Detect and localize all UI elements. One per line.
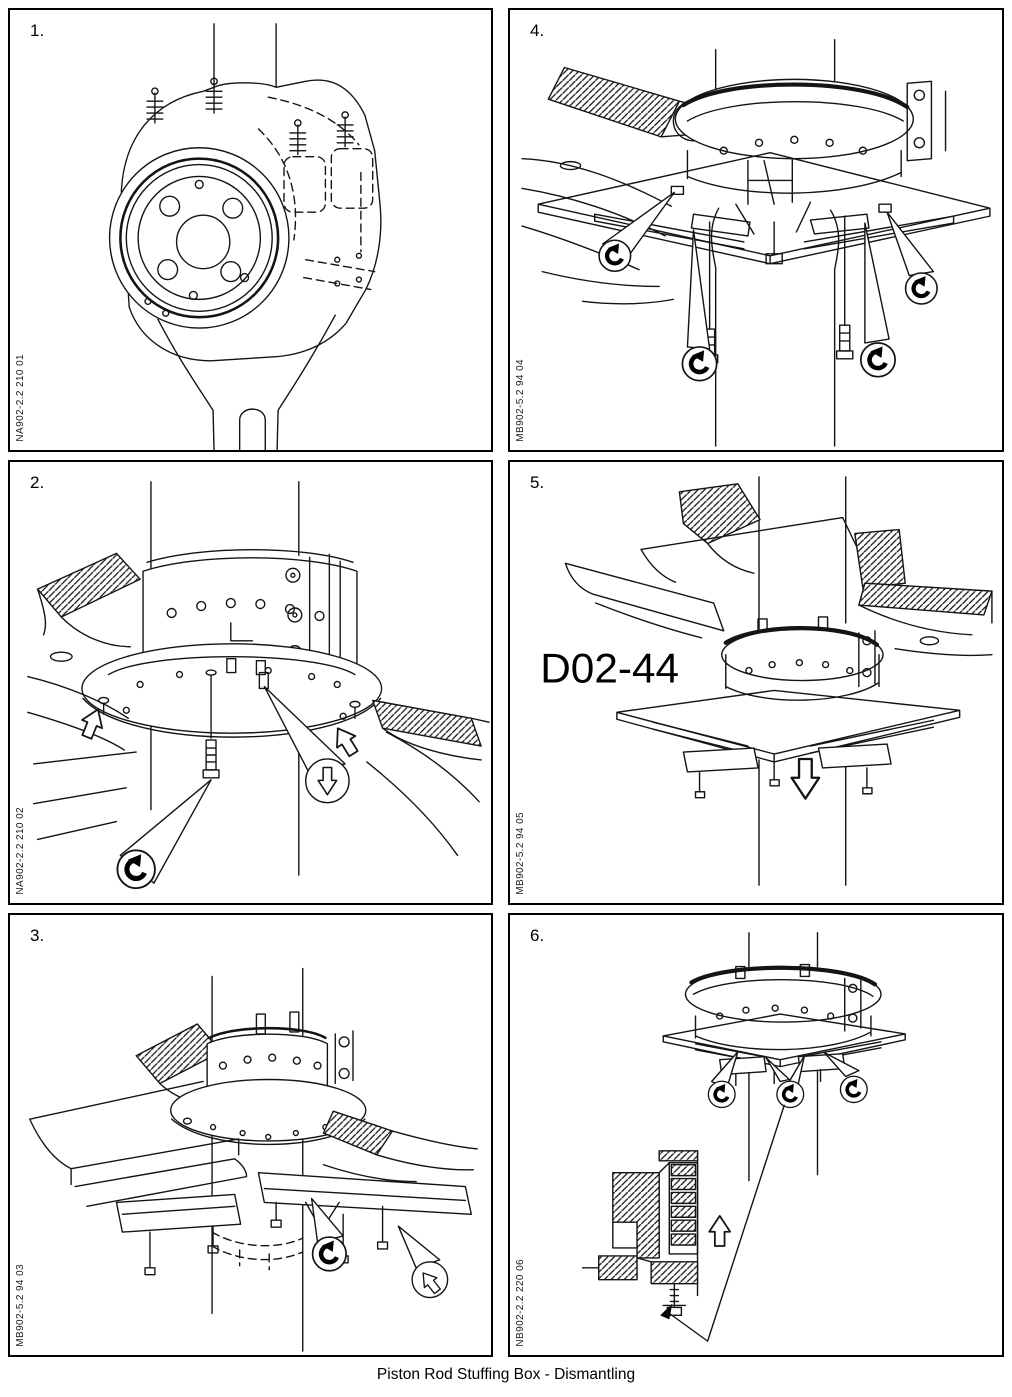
panel-step-4: 4. MB902-5.2 94 04 — [508, 8, 1004, 452]
rotate-arrow-icon — [706, 1079, 737, 1110]
figure-reference-code: NB902-2.2 220 06 — [515, 1259, 526, 1347]
figure-remove-packing-rings — [581, 932, 906, 1342]
figure-crosshead-assembly — [108, 23, 382, 450]
panel-step-6: 6. NB902-2.2 220 06 — [508, 913, 1004, 1357]
down-arrow-icon — [790, 757, 821, 800]
rotate-arrow-icon — [775, 1079, 806, 1110]
figure-fit-clamp-plates — [29, 967, 478, 1352]
step-number: 3. — [30, 926, 45, 945]
figure-reference-code: MB902-5.2 94 04 — [515, 359, 526, 442]
tool-label: D02-44 — [540, 645, 679, 692]
up-arrow-icon — [708, 1214, 732, 1247]
rotate-arrow-icon — [838, 1074, 869, 1105]
step-number: 2. — [30, 473, 45, 492]
rotate-arrow-icon — [599, 240, 631, 271]
rotate-arrow-icon — [117, 850, 155, 888]
page-title: Piston Rod Stuffing Box - Dismantling — [376, 1366, 636, 1383]
rotate-arrow-icon — [682, 347, 716, 381]
figure-reference-code: NA902-2.2 210 01 — [15, 354, 26, 442]
step-number: 4. — [530, 21, 545, 40]
figure-reference-code: MB902-5.2 94 03 — [15, 1264, 26, 1347]
figure-reference-code: MB902-5.2 94 05 — [515, 812, 526, 895]
step-number: 6. — [530, 926, 545, 945]
rotate-arrow-icon — [313, 1237, 347, 1271]
step-number: 5. — [530, 473, 545, 492]
rotate-arrow-icon — [906, 273, 938, 304]
panel-step-2: 2. NA902-2.2 210 02 — [8, 460, 493, 905]
panel-step-5: 5. MB902-5.2 94 05 D02-44 — [508, 460, 1004, 905]
figure-loosen-nuts — [521, 39, 991, 447]
panel-step-1: 1. NA902-2.2 210 01 — [8, 8, 493, 452]
figure-remove-flange-screws — [27, 481, 490, 903]
step-number: 1. — [30, 21, 45, 40]
rotate-arrow-icon — [861, 343, 895, 377]
panel-step-3: 3. MB902-5.2 94 03 — [8, 913, 493, 1357]
figure-reference-code: NA902-2.2 210 02 — [15, 807, 26, 895]
figure-grid: 1. NA902-2.2 210 01 — [8, 8, 1004, 1357]
figure-lower-stuffing-box: D02-44 — [540, 476, 993, 886]
